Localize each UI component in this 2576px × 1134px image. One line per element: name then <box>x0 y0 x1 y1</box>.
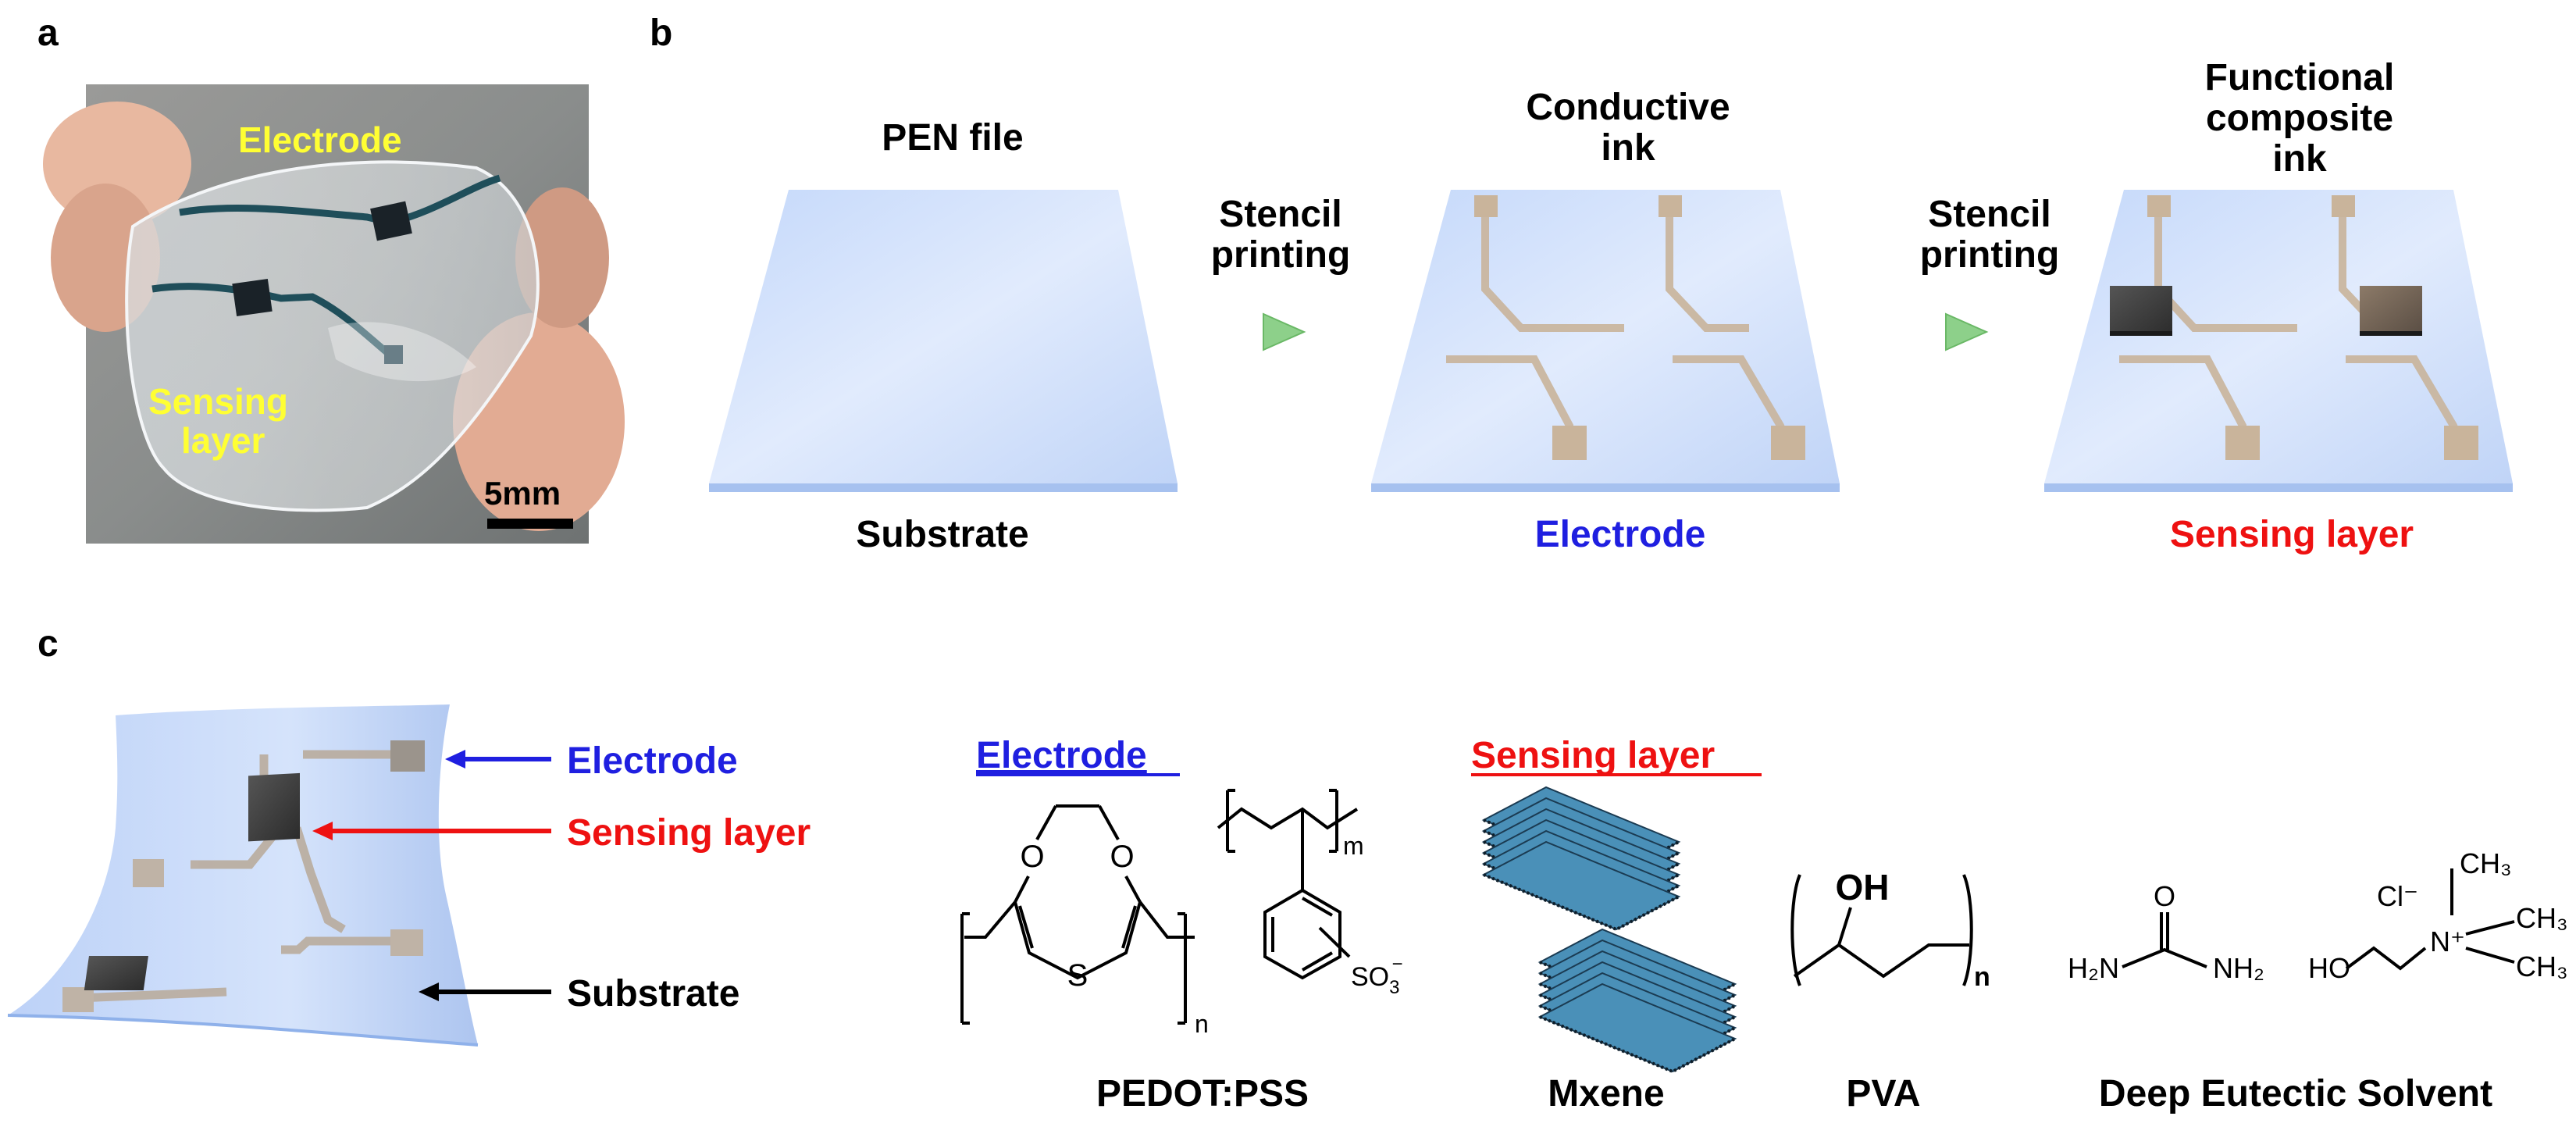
curved-sensing-pad-1 <box>248 772 300 842</box>
choline-ch3-top: CH₃ <box>2460 847 2512 879</box>
step2-bottom-label: Electrode <box>1535 514 1706 555</box>
choline-ch3-bot: CH₃ <box>2516 950 2568 982</box>
pva-caption: PVA <box>1846 1073 1920 1114</box>
photo-label-electrode: Electrode <box>238 119 402 160</box>
choline-cl: Cl⁻ <box>2377 880 2418 912</box>
photo-electrode-trace-2 <box>151 283 393 358</box>
electrode-sheet <box>1371 190 1840 492</box>
urea-nh2: NH₂ <box>2213 952 2264 984</box>
photo-electrode-trace-1 <box>179 174 501 226</box>
section-header-sensing: Sensing layer <box>1471 735 1715 776</box>
pedot-atom-s: S <box>1067 958 1088 993</box>
pss-sub3: 3 <box>1389 977 1399 998</box>
pedot-subscript-n: n <box>1195 1010 1209 1038</box>
curved-sensing-pad-2 <box>84 956 148 990</box>
urea-h2n: H₂N <box>2068 952 2119 984</box>
step3-top-label-line2: composite <box>2206 98 2393 139</box>
photo-contact-pad <box>384 345 403 364</box>
sensing-sheet <box>2044 190 2513 492</box>
step3-top-label-line1: Functional <box>2205 57 2395 98</box>
callout-label-sensing: Sensing layer <box>567 812 811 854</box>
scale-bar <box>487 519 573 529</box>
pva-oh: OH <box>1836 867 1890 908</box>
pva-structure <box>1790 874 1973 986</box>
choline-structure <box>2345 868 2515 971</box>
choline-ho: HO <box>2308 952 2350 984</box>
step2-top-label-line1: Conductive <box>1526 87 1730 128</box>
step2-top-label-line2: ink <box>1601 127 1655 169</box>
mxene-stacks <box>1481 786 1737 1074</box>
pedot-atom-o1: O <box>1020 840 1044 874</box>
pss-subscript-m: m <box>1343 832 1364 860</box>
scale-bar-label: 5mm <box>484 475 561 512</box>
pss-charge: − <box>1391 954 1402 975</box>
sensing-pad-1 <box>2110 286 2172 334</box>
des-caption: Deep Eutectic Solvent <box>2099 1073 2492 1114</box>
pedot-structure <box>960 804 1195 1025</box>
photo-label-sensing-line2: layer <box>181 420 265 461</box>
panel-a-letter: a <box>37 12 59 54</box>
urea-o: O <box>2154 880 2175 912</box>
step3-top-label-line3: ink <box>2272 138 2327 180</box>
urea-structure <box>2122 912 2207 968</box>
process-arrow-2 <box>1945 312 1989 351</box>
callout-label-electrode: Electrode <box>567 740 738 782</box>
section-header-electrode: Electrode <box>976 735 1147 776</box>
pedot-atom-o2: O <box>1110 840 1134 874</box>
arrow2-label-line2: printing <box>1920 234 2060 276</box>
choline-ch3-mid: CH₃ <box>2516 902 2568 934</box>
pss-structure <box>1217 789 1359 980</box>
flexible-film <box>125 160 540 512</box>
pss-so: SO <box>1351 962 1389 992</box>
arrow2-label-line1: Stencil <box>1928 194 2050 235</box>
mxene-stack-2 <box>1537 928 1737 1074</box>
curved-device <box>7 704 479 1047</box>
step1-bottom-label: Substrate <box>856 514 1028 555</box>
pva-subscript-n: n <box>1974 962 1990 992</box>
film-glare <box>328 322 476 382</box>
choline-n: N⁺ <box>2430 925 2465 957</box>
device-photo <box>43 84 625 544</box>
pedot-pss-caption: PEDOT:PSS <box>1096 1073 1309 1114</box>
substrate-sheet <box>709 190 1178 492</box>
mxene-caption: Mxene <box>1548 1073 1664 1114</box>
arrow1-label-line2: printing <box>1211 234 1351 276</box>
photo-sensing-pad-2 <box>232 279 273 316</box>
panel-c-letter: c <box>37 623 59 665</box>
mxene-stack-1 <box>1481 786 1681 932</box>
process-arrow-1 <box>1263 312 1306 351</box>
callout-label-substrate: Substrate <box>567 973 739 1015</box>
step1-top-label: PEN file <box>882 117 1023 159</box>
pss-sulfonate: SO3− <box>1351 954 1403 998</box>
photo-sensing-pad-1 <box>370 201 412 241</box>
sensing-pad-2 <box>2360 286 2422 334</box>
panel-b-letter: b <box>650 12 672 54</box>
step3-bottom-label: Sensing layer <box>2170 514 2414 555</box>
arrow1-label-line1: Stencil <box>1219 194 1341 235</box>
photo-label-sensing-line1: Sensing <box>148 381 288 422</box>
